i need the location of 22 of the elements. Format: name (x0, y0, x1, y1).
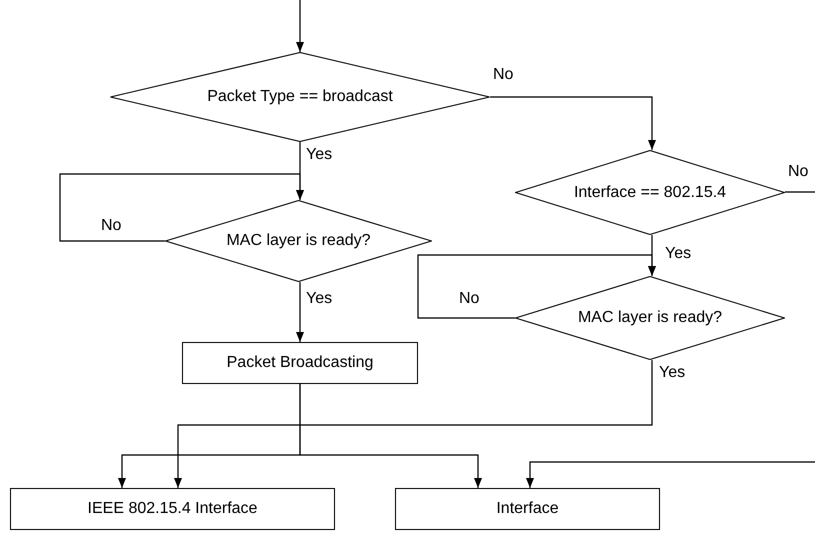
arrow (490, 96, 656, 150)
arrow (526, 461, 815, 488)
node-text: Packet Type == broadcast (207, 88, 393, 106)
arrow (296, 0, 304, 52)
arrow (59, 173, 304, 242)
decision-diamond (515, 276, 785, 360)
node-text: MAC layer is ready? (578, 309, 722, 327)
node-text: Interface == 802.15.4 (574, 184, 726, 202)
arrow (296, 282, 304, 342)
decision-diamond (165, 200, 432, 282)
arrow (299, 384, 482, 488)
process-box (395, 488, 660, 530)
node-text: IEEE 802.15.4 Interface (88, 500, 258, 518)
arrow (417, 254, 656, 319)
process-box (10, 488, 335, 530)
decision-diamond (515, 150, 785, 235)
node-text: MAC layer is ready? (226, 232, 371, 250)
node-text: Interface (496, 500, 559, 518)
node-text: Packet Broadcasting (226, 354, 374, 372)
process-box (182, 342, 418, 384)
decision-diamond (110, 52, 490, 142)
arrow (174, 360, 653, 488)
